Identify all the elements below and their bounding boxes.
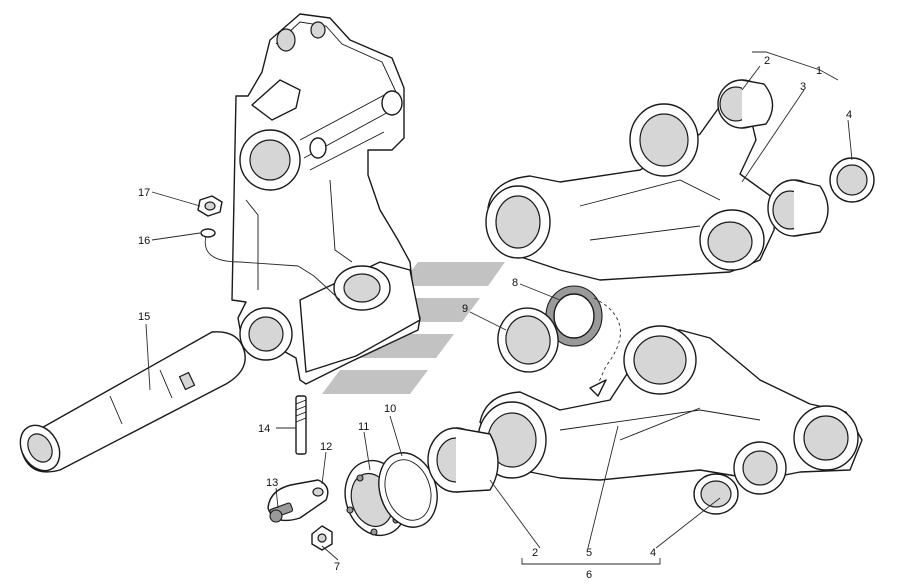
grease-fitting-7 (311, 525, 333, 551)
callout-1: 1 (816, 65, 822, 77)
callout-10: 10 (384, 403, 396, 415)
assembly-arrow (593, 297, 621, 385)
callout-labels: 1 2 3 4 5 6 7 8 9 10 11 12 13 14 15 16 1… (138, 55, 852, 581)
callout-11: 11 (358, 421, 369, 433)
callout-2-upper: 2 (764, 55, 770, 67)
bolt-14 (295, 395, 307, 455)
callout-6: 6 (586, 569, 592, 581)
callout-4-lower: 4 (650, 547, 656, 559)
callout-2-lower: 2 (532, 547, 538, 559)
bushing-2-lower (427, 427, 499, 493)
bushing-4-lower (693, 473, 739, 515)
hose-line (204, 235, 341, 301)
gasket-10 (378, 452, 438, 528)
bolt-13 (269, 502, 294, 523)
callout-16: 16 (138, 235, 150, 247)
bushing-upper-b (767, 179, 829, 237)
callout-9: 9 (462, 303, 468, 315)
callout-8: 8 (512, 277, 518, 289)
leader-lines (145, 51, 853, 565)
bushing-4-upper (829, 157, 875, 203)
ring-9 (497, 307, 559, 373)
nut-17 (197, 195, 223, 217)
callout-12: 12 (320, 441, 332, 453)
pin-part (19, 331, 246, 473)
callout-17: 17 (138, 187, 150, 199)
upper-arm-assembly-1 (485, 103, 777, 281)
callout-15: 15 (138, 311, 150, 323)
callout-5: 5 (586, 547, 592, 559)
callout-13: 13 (266, 477, 278, 489)
washer-16 (200, 228, 216, 238)
bushing-2-upper (717, 79, 774, 129)
callout-3: 3 (800, 81, 806, 93)
lower-arm-assembly-6 (477, 325, 863, 495)
callout-7: 7 (334, 561, 340, 573)
callout-4-upper: 4 (846, 109, 852, 121)
callout-14: 14 (258, 423, 270, 435)
bracket-frame (231, 13, 421, 385)
